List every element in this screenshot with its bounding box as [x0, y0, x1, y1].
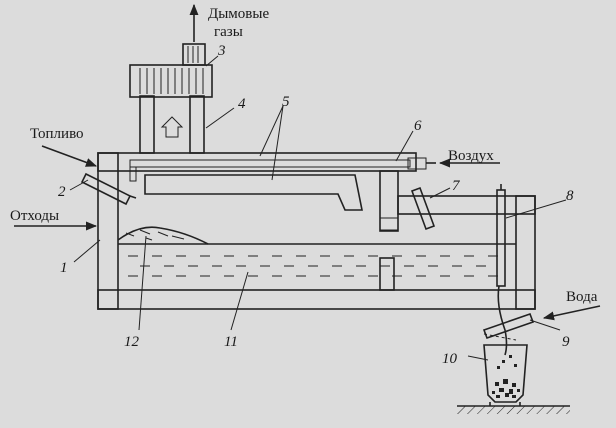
num-11: 11 [224, 334, 238, 350]
water-arrow [542, 305, 601, 321]
fuel-arrow [41, 145, 98, 167]
label-air: Воздух [448, 148, 494, 164]
num-1: 1 [60, 260, 68, 276]
num-2: 2 [58, 184, 66, 200]
num-7: 7 [452, 178, 461, 194]
furnace-walls [97, 95, 536, 310]
melt-bath [118, 243, 516, 277]
flow-arrow-icon [160, 116, 184, 138]
waste-heap [117, 226, 209, 245]
label-water: Вода [566, 289, 598, 305]
num-8: 8 [566, 188, 574, 204]
num-6: 6 [414, 118, 422, 134]
granule-collector [483, 344, 528, 406]
probe [496, 184, 508, 356]
label-waste: Отходы [10, 208, 59, 224]
burner [80, 172, 137, 206]
leader-lines [69, 55, 567, 361]
ground-hatch [457, 406, 570, 414]
label-smoke-line1: Дымовые [208, 6, 269, 22]
water-nozzle [482, 312, 535, 341]
num-5: 5 [282, 94, 290, 110]
num-3: 3 [217, 43, 226, 59]
num-12: 12 [124, 334, 140, 350]
heat-exchanger [129, 43, 213, 98]
num-9: 9 [562, 334, 570, 350]
air-nozzle [410, 186, 436, 231]
label-fuel: Топливо [30, 126, 84, 142]
label-smoke-line2: газы [214, 24, 243, 40]
num-4: 4 [238, 96, 246, 112]
num-10: 10 [442, 351, 458, 367]
air-tube [129, 157, 436, 182]
